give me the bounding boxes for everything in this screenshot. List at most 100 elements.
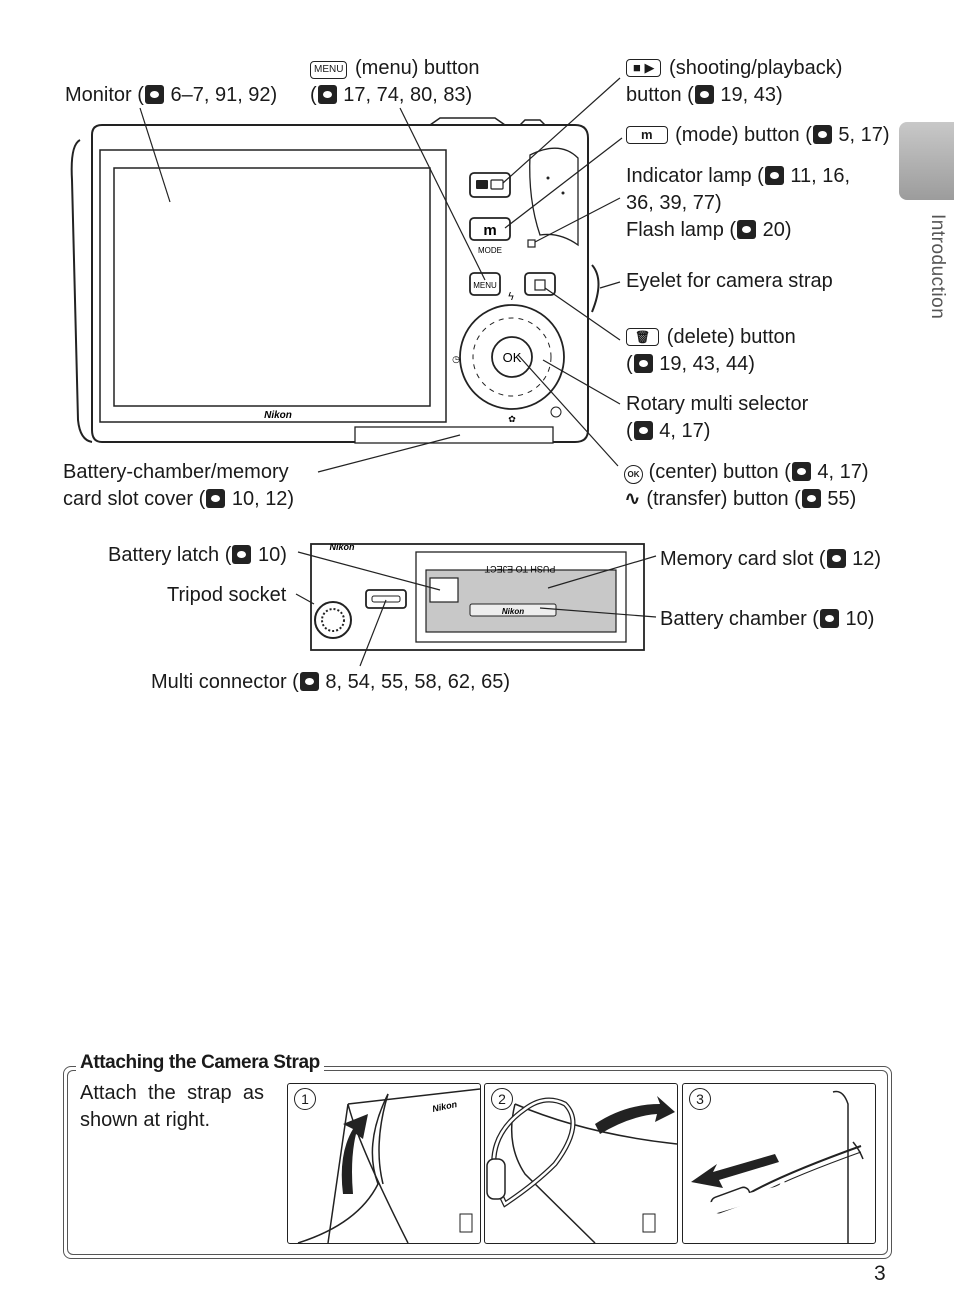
- transfer-icon: ∿: [624, 488, 641, 510]
- label-menu-paren: (: [310, 84, 317, 106]
- reference-icon: [317, 85, 337, 104]
- label-delete-paren: (: [626, 353, 633, 375]
- label-delete-text: (delete) button: [666, 326, 796, 348]
- label-menu-button: MENU (menu) button ( 17, 74, 80, 83): [310, 55, 480, 109]
- reference-icon: [812, 125, 832, 144]
- ok-icon: OK: [624, 465, 643, 484]
- reference-icon: [299, 672, 319, 691]
- label-multi-connector-refs: 8, 54, 55, 58, 62, 65): [325, 671, 510, 693]
- mode-caption: MODE: [478, 246, 502, 255]
- label-battery-cover: Battery-chamber/memory card slot cover (…: [63, 459, 294, 513]
- label-mode-text: (mode) button (: [675, 124, 812, 146]
- label-battery-chamber-refs: 10): [845, 608, 875, 630]
- reference-icon: [819, 609, 839, 628]
- label-memory-slot-refs: 12): [852, 548, 882, 570]
- label-battery-chamber-text: Battery chamber (: [660, 608, 819, 630]
- label-center-text: (center) button (: [648, 461, 791, 483]
- label-shoot-play-refs: 19, 43): [720, 84, 783, 106]
- label-battery-latch-refs: 10): [257, 544, 287, 566]
- label-menu-refs: 17, 74, 80, 83): [343, 84, 473, 106]
- label-battery-latch: Battery latch ( 10): [108, 542, 287, 569]
- page-number: 3: [874, 1262, 886, 1285]
- label-indicator-refs: 11, 16,: [790, 165, 851, 187]
- delete-icon: 🗑: [626, 328, 660, 346]
- label-flash-refs: 20): [762, 219, 792, 241]
- label-shooting-playback: ■ ▶ (shooting/playback) button ( 19, 43): [626, 55, 842, 109]
- label-indicator-lamp: Indicator lamp ( 11, 16, 36, 39, 77) Fla…: [626, 163, 850, 244]
- reference-icon: [206, 489, 226, 508]
- label-transfer-refs: 55): [827, 488, 857, 510]
- reference-icon: [633, 354, 653, 373]
- label-battery-cover-text: Battery-chamber/memory: [63, 461, 289, 483]
- svg-text:ϟ: ϟ: [507, 290, 514, 303]
- strap-step-1: 1 Nikon: [287, 1083, 481, 1244]
- step-number: 1: [294, 1088, 316, 1110]
- chamber-brand-label: Nikon: [502, 607, 524, 616]
- note-box-text: Attach the strap as shown at right.: [80, 1082, 264, 1131]
- label-delete-button: 🗑 (delete) button ( 19, 43, 44): [626, 324, 796, 378]
- step-number: 3: [689, 1088, 711, 1110]
- label-battery-chamber: Battery chamber ( 10): [660, 606, 874, 633]
- label-transfer-text: (transfer) button (: [646, 488, 801, 510]
- strap-step-3-illustration: [691, 1090, 864, 1243]
- reference-icon: [764, 166, 784, 185]
- reference-icon: [737, 220, 757, 239]
- reference-icon: [694, 85, 714, 104]
- label-rotary-refs: 4, 17): [659, 420, 711, 442]
- step-number: 2: [491, 1088, 513, 1110]
- shooting-playback-icon: ■ ▶: [626, 59, 662, 77]
- label-delete-refs: 19, 43, 44): [659, 353, 755, 375]
- reference-icon: [801, 489, 821, 508]
- mode-icon: m: [626, 126, 668, 144]
- note-box-outer: [63, 1066, 892, 1259]
- menu-button-label: MENU: [473, 281, 497, 290]
- label-multi-connector: Multi connector ( 8, 54, 55, 58, 62, 65): [151, 669, 510, 696]
- label-center-refs: 4, 17): [817, 461, 869, 483]
- reference-icon: [144, 85, 164, 104]
- label-mode-button: m (mode) button ( 5, 17): [626, 122, 890, 149]
- menu-icon: MENU: [310, 61, 348, 79]
- label-rotary-selector: Rotary multi selector ( 4, 17): [626, 391, 808, 445]
- label-eyelet: Eyelet for camera strap: [626, 270, 833, 292]
- svg-text:◷: ◷: [452, 355, 460, 365]
- label-rotary-text: Rotary multi selector: [626, 393, 809, 415]
- label-memory-card-slot: Memory card slot ( 12): [660, 546, 881, 573]
- strap-step-2: 2: [484, 1083, 678, 1244]
- label-mode-refs: 5, 17): [838, 124, 890, 146]
- label-rotary-paren: (: [626, 420, 633, 442]
- strap-step-3: 3: [682, 1083, 876, 1244]
- bottom-brand-label: Nikon: [329, 542, 355, 552]
- label-shoot-play-text-2: button (: [626, 84, 694, 106]
- label-monitor: Monitor ( 6–7, 91, 92): [65, 82, 277, 109]
- reference-icon: [826, 549, 846, 568]
- reference-icon: [232, 545, 252, 564]
- label-center-button: OK (center) button ( 4, 17) ∿ (transfer)…: [624, 459, 869, 513]
- ok-button-label: OK: [503, 350, 522, 365]
- label-battery-cover-text-2: card slot cover (: [63, 488, 206, 510]
- section-label: Introduction: [927, 214, 948, 320]
- eject-label: PUSH TO EJECT: [484, 564, 555, 574]
- label-indicator-text: Indicator lamp (: [626, 165, 764, 187]
- label-flash-text: Flash lamp (: [626, 219, 737, 241]
- strap-step-1-illustration: Nikon: [297, 1088, 480, 1243]
- svg-text:m: m: [483, 222, 496, 239]
- reference-icon: [633, 421, 653, 440]
- label-memory-slot-text: Memory card slot (: [660, 548, 826, 570]
- camera-back-illustration: Nikon m MODE MENU ϟ OK ◷ ✿ Nikon N: [70, 77, 657, 667]
- label-menu-text: (menu) button: [355, 57, 480, 79]
- camera-brand-label: Nikon: [264, 410, 292, 421]
- svg-text:Nikon: Nikon: [431, 1099, 458, 1114]
- label-indicator-refs-2: 36, 39, 77): [626, 192, 722, 214]
- strap-step-2-illustration: [486, 1096, 677, 1243]
- label-battery-cover-refs: 10, 12): [231, 488, 295, 510]
- note-box-title: Attaching the Camera Strap: [76, 1052, 324, 1074]
- label-shoot-play-text: (shooting/playback): [669, 57, 843, 79]
- label-monitor-text: Monitor (: [65, 84, 144, 106]
- label-battery-latch-text: Battery latch (: [108, 544, 232, 566]
- reference-icon: [791, 462, 811, 481]
- label-monitor-refs: 6–7, 91, 92): [170, 84, 278, 106]
- svg-text:✿: ✿: [508, 415, 516, 425]
- label-tripod-socket: Tripod socket: [167, 584, 287, 606]
- section-tab: [899, 122, 954, 200]
- label-multi-connector-text: Multi connector (: [151, 671, 299, 693]
